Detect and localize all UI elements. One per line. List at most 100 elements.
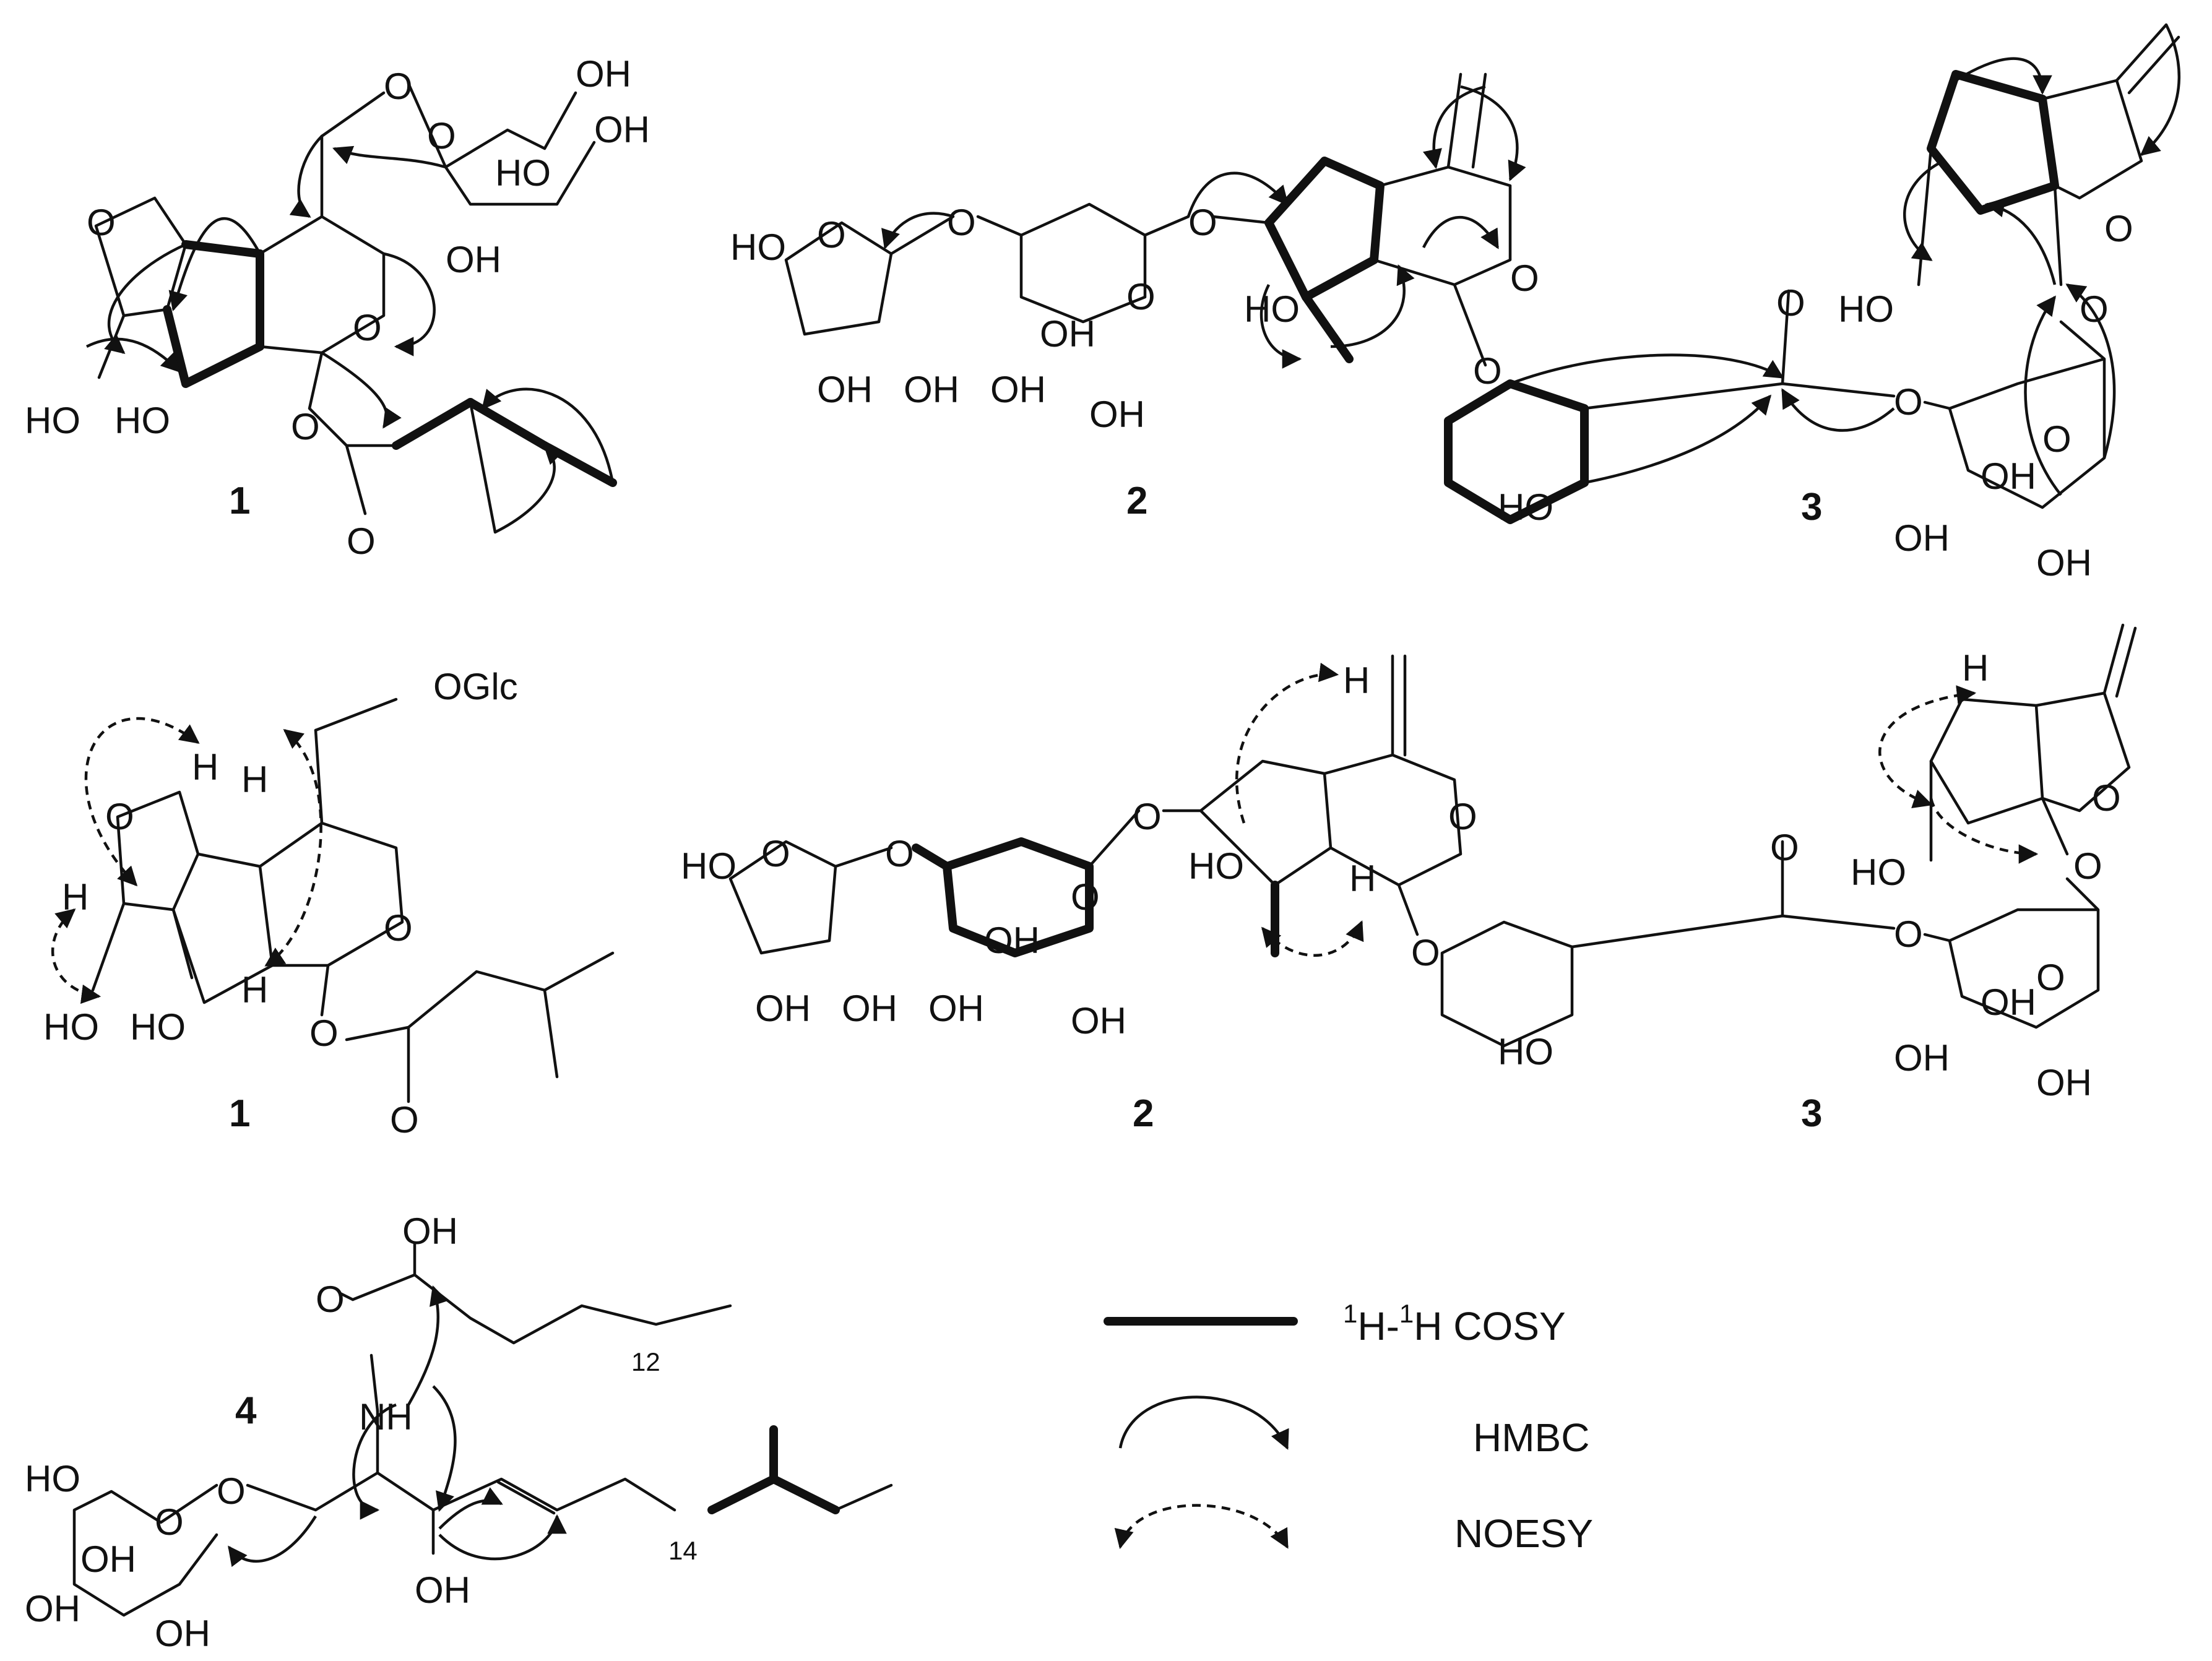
c3-top-o-furan: O (2104, 208, 2133, 249)
c2-mid-oh-4: OH (928, 988, 984, 1029)
c2-mid-o-link: O (885, 833, 914, 874)
legend-hmbc-arrow (1118, 1396, 1289, 1450)
legend-cosy-label: 1H-1H COSY (1343, 1299, 1566, 1348)
c3-mid-o-carbonyl: O (1770, 827, 1799, 868)
c2-top-label: 2 (1126, 480, 1147, 522)
c4-oh-3: OH (25, 1588, 80, 1629)
compound-2-noesy: HO O O O O H HO H O O OH OH OH OH OH 2 (681, 654, 1477, 1135)
c2-top-o-glycoside: O (1188, 202, 1217, 243)
legend-noesy-label: NOESY (1454, 1511, 1593, 1556)
c2-mid-oh-6: OH (1071, 1000, 1126, 1042)
c1-top-o-ester: O (291, 406, 320, 447)
c1-mid-o-epoxide: O (105, 796, 134, 837)
c1-top-oh-2: OH (594, 109, 650, 150)
c1-mid-oglc: OGlc (433, 666, 518, 707)
c3-top-oh-2: OH (1981, 455, 2036, 497)
c1-top-label: 1 (229, 480, 250, 522)
c1-top-ho-3: HO (495, 152, 551, 194)
c1-mid-ho-2: HO (130, 1006, 186, 1048)
c3-top-oh-3: OH (1894, 517, 1950, 559)
c3-top-o-ester: O (1894, 381, 1923, 423)
c3-mid-ho-1: HO (1851, 852, 1906, 893)
c4-oh-amide: OH (402, 1210, 458, 1252)
c4-oh-4: OH (155, 1613, 210, 1654)
c3-mid-oh-2: OH (1981, 982, 2036, 1023)
c3-mid-o-furan: O (2092, 777, 2121, 819)
c3-mid-o-glycoside: O (2073, 845, 2102, 887)
c2-top-oh-6: OH (1089, 394, 1145, 435)
c4-repeat-12: 12 (631, 1347, 660, 1376)
c1-mid-label: 1 (229, 1092, 250, 1135)
legend-hmbc-label: HMBC (1473, 1415, 1589, 1460)
c1-mid-o-carbonyl: O (390, 1099, 419, 1141)
c3-mid-label: 3 (1801, 1092, 1822, 1135)
c2-mid-o-pyranose: O (1071, 876, 1100, 918)
c1-mid-ho-1: HO (43, 1006, 99, 1048)
c2-mid-ho-1: HO (681, 845, 737, 887)
c3-mid-oh-3: OH (1894, 1037, 1950, 1079)
c1-top-o-pyran: O (353, 307, 382, 348)
c1-mid-h-3: H (62, 876, 89, 918)
c1-top-oh-1: OH (576, 53, 631, 95)
c1-top-ho-6: HO (114, 400, 170, 441)
legend: 1H-1H COSY HMBC NOESY (1104, 1299, 1593, 1556)
compound-3-hmbc-cosy: O HO O O O O HO OH OH OH 3 (1444, 23, 2180, 584)
compound-3-noesy: H O HO O O O O HO OH OH OH 3 (1440, 623, 2137, 1135)
c4-repeat-14: 14 (668, 1536, 698, 1565)
c2-mid-o-glycoside: O (1133, 796, 1162, 837)
c3-top-label: 3 (1801, 486, 1822, 528)
c2-mid-o-lactone: O (1448, 796, 1477, 837)
c4-ho-1: HO (25, 1458, 80, 1499)
c1-top-o-carbonyl: O (347, 520, 376, 562)
c1-mid-o-pyran: O (384, 907, 413, 949)
c2-top-o-link: O (947, 202, 976, 243)
c3-mid-h-1: H (1962, 647, 1989, 689)
c2-top-oh-2: OH (817, 369, 873, 410)
c3-top-o-pyranose: O (2042, 418, 2072, 460)
c2-mid-h-2: H (1349, 858, 1376, 899)
c3-mid-o-ester: O (1894, 913, 1923, 955)
c2-top-oh-5: OH (1040, 313, 1095, 355)
c1-top-o-sugar: O (427, 115, 456, 157)
c4-nh: NH (359, 1396, 413, 1438)
c1-top-o-epoxide: O (87, 202, 116, 243)
c1-mid-h-1: H (192, 746, 218, 788)
c2-top-ho-1: HO (730, 226, 786, 268)
c2-mid-oh-5: OH (984, 920, 1040, 961)
c3-top-o-carbonyl: O (1776, 282, 1805, 324)
c1-top-ho-5: HO (25, 400, 80, 441)
c2-mid-oh-3: OH (842, 988, 897, 1029)
c4-o-glycoside: O (217, 1470, 246, 1512)
compound-1-hmbc-cosy: O O O OH OH HO OH O O O HO HO 1 (25, 53, 650, 562)
c2-top-o-carbonyl: O (1473, 350, 1502, 392)
compound-4-hmbc-cosy: OH O 12 NH 4 14 OH O O HO OH OH OH (25, 1210, 893, 1654)
c2-top-oh-3: OH (904, 369, 959, 410)
c1-mid-o-ester: O (309, 1012, 339, 1054)
compound-1-noesy: OGlc O H H H H O O O HO HO 1 (43, 666, 615, 1141)
c2-mid-label: 2 (1133, 1092, 1154, 1135)
c1-mid-h-4: H (241, 969, 268, 1011)
c2-mid-oh-2: OH (755, 988, 811, 1029)
c4-oh-chain: OH (415, 1569, 470, 1611)
c3-top-o-glycoside: O (2080, 288, 2109, 330)
c2-mid-ho-2: HO (1188, 845, 1244, 887)
c2-top-ho-7: HO (1244, 288, 1300, 330)
c3-top-oh-4: OH (2036, 542, 2092, 584)
c3-mid-o-pyranose: O (2036, 957, 2065, 998)
c1-top-oh-4: OH (446, 239, 501, 280)
c2-mid-o-furanose: O (761, 833, 790, 874)
c2-top-o-furanose: O (817, 214, 846, 256)
c2-mid-o-carbonyl: O (1411, 932, 1440, 973)
c3-top-ho-phenol: HO (1498, 486, 1553, 528)
c4-o-carbonyl: O (316, 1279, 345, 1320)
compound-2-hmbc-cosy: HO O O O O OH OH OH OH OH HO O O 2 (730, 72, 1539, 522)
c2-top-o-lactone: O (1510, 257, 1539, 299)
c1-mid-h-2: H (241, 759, 268, 800)
c2-top-o-pyranose: O (1126, 276, 1156, 317)
c3-top-ho-1: HO (1838, 288, 1894, 330)
c2-top-oh-4: OH (990, 369, 1046, 410)
c3-mid-ho-phenol: HO (1498, 1031, 1553, 1072)
legend-noesy-arrow (1114, 1504, 1289, 1550)
c2-mid-h-1: H (1343, 660, 1370, 701)
